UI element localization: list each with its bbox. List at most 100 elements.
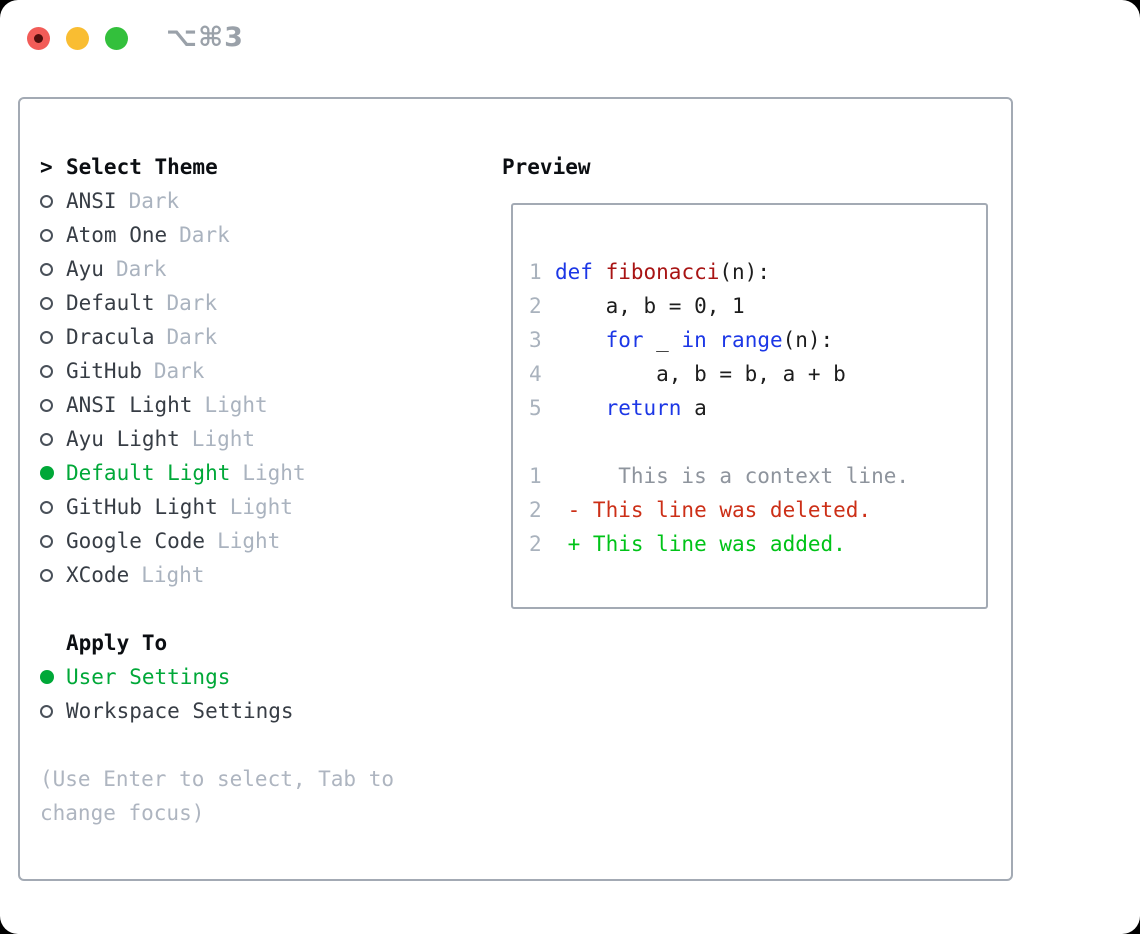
line-number: 2 <box>529 498 542 522</box>
theme-option-dracula[interactable]: Dracula Dark <box>40 320 490 354</box>
code-segment <box>707 328 720 352</box>
theme-variant-tag: Light <box>217 529 281 553</box>
theme-option-github-light[interactable]: GitHub Light Light <box>40 490 490 524</box>
code-segment: (n): <box>719 260 770 284</box>
theme-variant-tag: Dark <box>179 223 230 247</box>
radio-selected-icon <box>40 456 66 490</box>
code-segment: def <box>555 260 593 284</box>
option-label: Ayu Light <box>66 427 180 451</box>
theme-variant-tag: Dark <box>166 325 218 349</box>
marker-spacer <box>40 626 66 660</box>
code-segment: fibonacci <box>605 260 720 284</box>
keyboard-shortcut-label: ⌥⌘3 <box>166 22 244 53</box>
code-line: 1 def fibonacci(n): <box>529 255 986 289</box>
apply-option-user-settings[interactable]: User Settings <box>40 660 490 694</box>
theme-variant-tag: Light <box>242 461 306 485</box>
option-label: Default Light <box>66 461 231 485</box>
hint-line-2: change focus) <box>40 801 205 825</box>
code-segment: (n): <box>782 328 834 352</box>
option-label: GitHub <box>66 359 142 383</box>
theme-variant-tag: Light <box>191 427 256 451</box>
theme-option-ansi-light[interactable]: ANSI Light Light <box>40 388 490 422</box>
line-number: 5 <box>529 396 542 420</box>
line-number: 1 <box>529 464 542 488</box>
code-segment: + This line was added. <box>555 532 846 556</box>
theme-variant-tag: Light <box>229 495 293 519</box>
radio-icon <box>40 388 66 422</box>
code-segment: return <box>605 396 682 420</box>
radio-icon <box>40 184 66 218</box>
radio-icon <box>40 558 66 592</box>
line-number: 2 <box>529 294 542 318</box>
option-label: GitHub Light <box>66 495 218 519</box>
option-label: Workspace Settings <box>66 699 294 723</box>
code-segment: - This line was deleted. <box>555 498 872 522</box>
code-segment: range <box>719 328 783 352</box>
radio-icon <box>40 490 66 524</box>
option-label: ANSI <box>66 189 117 213</box>
code-segment: a <box>681 396 707 420</box>
radio-icon <box>40 694 66 728</box>
theme-option-atom-one[interactable]: Atom One Dark <box>40 218 490 252</box>
window-titlebar: ⌥⌘3 <box>0 0 1140 76</box>
radio-icon <box>40 320 66 354</box>
radio-icon <box>40 252 66 286</box>
radio-icon <box>40 286 66 320</box>
hint-line-1: (Use Enter to select, Tab to <box>40 767 395 791</box>
radio-icon <box>40 524 66 558</box>
code-line: 2 + This line was added. <box>529 527 986 561</box>
option-label: ANSI Light <box>66 393 193 417</box>
cursor-caret-icon: > <box>40 155 53 179</box>
apply-to-header: Apply To <box>40 626 490 660</box>
line-number: 1 <box>529 260 542 284</box>
spacer <box>40 728 490 762</box>
code-line: 2 a, b = 0, 1 <box>529 289 986 323</box>
code-segment: a, b = 0, 1 <box>555 294 745 318</box>
theme-variant-tag: Light <box>141 563 205 587</box>
code-segment: _ <box>643 328 682 352</box>
code-segment <box>555 396 606 420</box>
radio-selected-icon <box>40 660 66 694</box>
option-label: Dracula <box>66 325 155 349</box>
theme-variant-tag: Dark <box>115 257 167 281</box>
maximize-button[interactable] <box>105 27 128 50</box>
code-segment: for <box>605 328 644 352</box>
close-dot-icon <box>34 34 43 43</box>
preview-title: Preview <box>502 155 591 179</box>
radio-icon <box>40 354 66 388</box>
theme-option-ayu-light[interactable]: Ayu Light Light <box>40 422 490 456</box>
apply-option-workspace-settings[interactable]: Workspace Settings <box>40 694 490 728</box>
code-line: 2 - This line was deleted. <box>529 493 986 527</box>
option-label: User Settings <box>66 665 231 689</box>
code-line: 3 for _ in range(n): <box>529 323 986 357</box>
option-label: Default <box>66 291 155 315</box>
code-line: 4 a, b = b, a + b <box>529 357 986 391</box>
line-number: 3 <box>529 328 542 352</box>
code-line: 1 This is a context line. <box>529 459 986 493</box>
line-number: 4 <box>529 362 542 386</box>
select-theme-header: > Select Theme <box>40 150 490 184</box>
minimize-button[interactable] <box>66 27 89 50</box>
close-button[interactable] <box>27 27 50 50</box>
code-line: 5 return a <box>529 391 986 425</box>
radio-icon <box>40 422 66 456</box>
theme-option-default-light[interactable]: Default Light Light <box>40 456 490 490</box>
theme-variant-tag: Light <box>204 393 268 417</box>
spacer <box>40 592 490 626</box>
select-theme-title: Select Theme <box>66 155 218 179</box>
radio-icon <box>40 218 66 252</box>
option-label: Atom One <box>66 223 168 247</box>
code-segment <box>555 328 606 352</box>
code-segment: a, b = b, a + b <box>555 362 846 386</box>
